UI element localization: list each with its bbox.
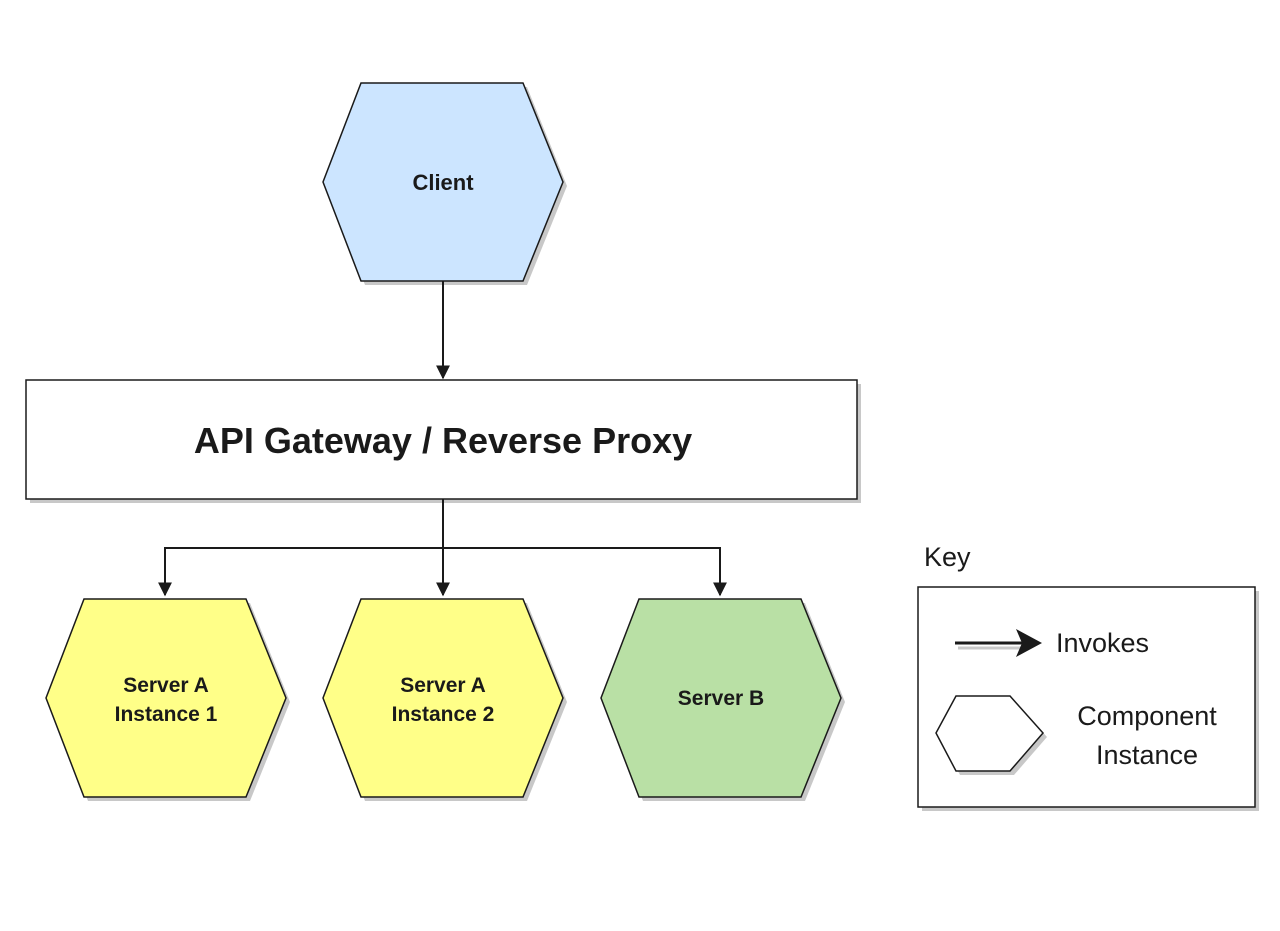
key-title: Key [924, 542, 971, 572]
connector-gateway-to-server-b [443, 547, 727, 597]
gateway-label: API Gateway / Reverse Proxy [194, 420, 692, 461]
server-a-instance-2-label-line1: Server A [400, 674, 486, 697]
key-legend: Key Invokes Component Instance [917, 542, 1256, 808]
server-b-hexagon [600, 598, 842, 798]
server-a-instance-2-hexagon [322, 598, 564, 798]
gateway-box [25, 379, 858, 500]
client-label: Client [412, 170, 474, 195]
connectors [158, 281, 727, 597]
server-b-label: Server B [678, 687, 764, 710]
server-a-instance-1-label-line1: Server A [123, 674, 209, 697]
key-hexagon-icon [935, 695, 1044, 772]
server-a-instance-1-node[interactable]: Server A Instance 1 [45, 598, 287, 798]
key-component-label-line2: Instance [1096, 740, 1198, 770]
server-a-instance-1-label-line2: Instance 1 [115, 703, 218, 726]
key-invokes-arrow-icon [955, 629, 1042, 657]
key-invokes-label: Invokes [1056, 628, 1149, 658]
gateway-node[interactable]: API Gateway / Reverse Proxy [25, 379, 858, 500]
server-a-instance-2-label-line2: Instance 2 [392, 703, 495, 726]
client-node[interactable]: Client [322, 82, 564, 282]
server-b-node[interactable]: Server B [600, 598, 842, 798]
connector-gateway-to-server-a1 [158, 547, 443, 597]
server-a-instance-2-node[interactable]: Server A Instance 2 [322, 598, 564, 798]
key-component-label-line1: Component [1077, 701, 1217, 731]
server-a-instance-1-hexagon [45, 598, 287, 798]
client-hexagon [322, 82, 564, 282]
